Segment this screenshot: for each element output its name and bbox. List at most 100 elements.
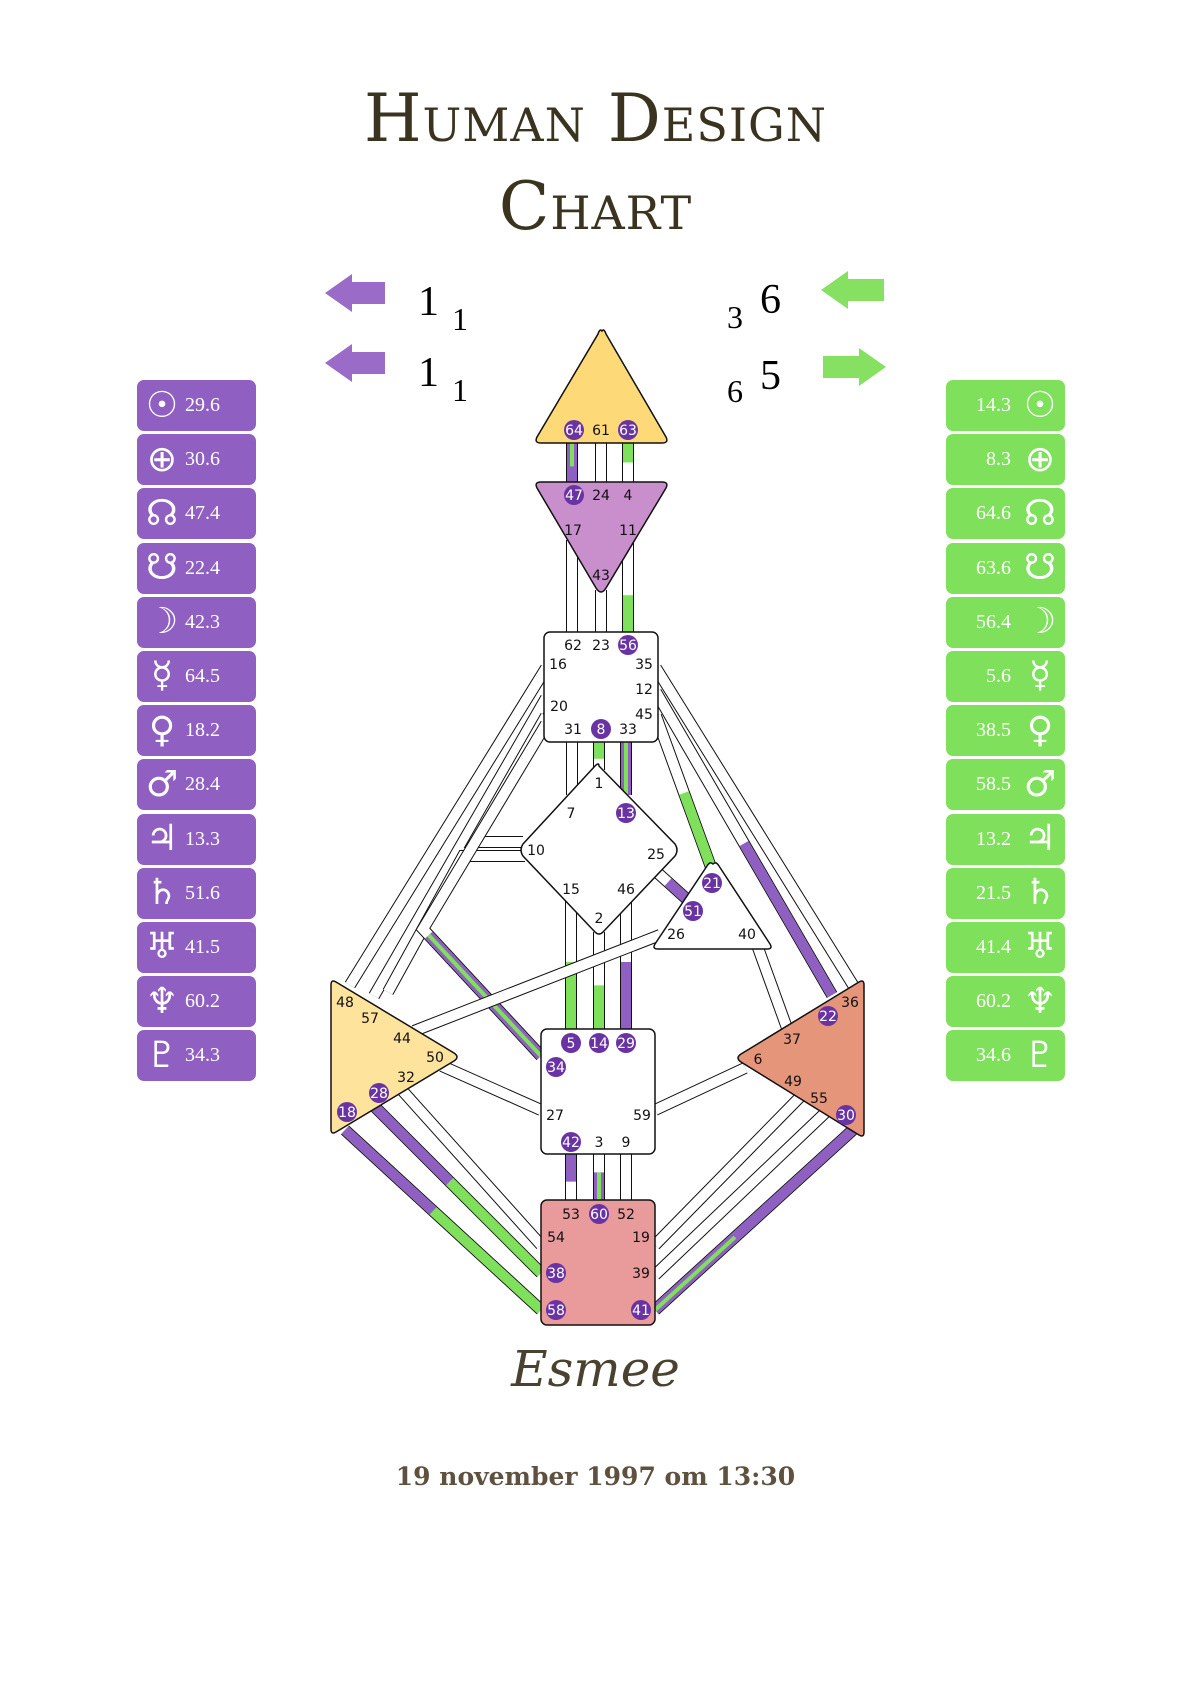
north-node-icon: ☊ [146,492,178,534]
gate-25: 25 [647,847,665,863]
mars-icon: ♂ [1023,763,1057,805]
gate-24: 24 [592,488,610,504]
channel-16-48 [344,664,552,989]
channels [340,443,860,1315]
gate-number: 51 [684,904,702,920]
channel-45-21 [650,713,718,873]
gate-number: 57 [361,1011,379,1027]
planet-row-neptune: ♆60.2 [137,976,256,1028]
gate-line-value: 47.4 [185,502,220,525]
gate-activation-dot [369,1083,389,1103]
channel-activation-design [739,840,837,998]
gate-58-active: 58 [546,1300,566,1320]
gate-number: 35 [635,657,653,673]
gate-activation-dot [561,1033,581,1053]
center-root [540,1199,656,1326]
gate-63-active: 63 [618,420,638,440]
jupiter-icon: ♃ [1023,818,1057,859]
gate-number: 58 [547,1303,565,1319]
planet-row-pluto: 34.6♇ [946,1030,1065,1082]
channel-50-27 [439,1060,544,1116]
channel-activation-personality [446,1178,545,1277]
gate-activation-dot [546,1057,566,1077]
gate-55: 55 [810,1091,828,1107]
gate-activation-dot [618,420,638,440]
gate-number: 10 [527,843,545,859]
arrow-left-icon [325,344,385,382]
gate-number: 30 [837,1108,855,1124]
variable-arrows: 1 1 1 1 3 6 6 5 [325,271,886,409]
arrow-subscript: 1 [452,372,468,408]
gate-29-active: 29 [616,1033,636,1053]
channel-12-22 [650,688,838,999]
arrow-number: 5 [760,353,781,399]
birth-date: 19 november 1997 om 13:30 [395,1462,796,1491]
planet-row-mercury: 5.6☿ [946,650,1065,702]
sun-icon: ☉ [145,384,179,426]
gate-40: 40 [738,927,756,943]
gate-number: 46 [617,882,635,898]
gate-4: 4 [624,488,633,504]
gate-number: 43 [592,568,610,584]
planet-row-south-node: ☋22.4 [137,542,256,594]
gate-56-active: 56 [618,635,638,655]
gate-number: 56 [619,638,637,654]
gate-41-active: 41 [631,1300,651,1320]
planet-row-earth: ⊕30.6 [137,434,256,486]
mars-icon: ♂ [145,763,179,805]
gate-8-active: 8 [591,719,611,739]
planet-row-mars: 58.5 ♂ [946,759,1065,811]
gate-number: 47 [565,488,583,504]
channel-18-58 [340,1125,546,1315]
channel-activation-design [341,1126,437,1215]
neptune-icon: ♆ [145,980,179,1022]
gate-line-value: 51.6 [185,881,220,904]
venus-icon: ♀ [148,709,176,751]
gate-line-value: 56.4 [976,610,1011,633]
venus-icon: ♀ [1026,709,1054,751]
planet-row-sun: ☉29.6 [137,380,256,431]
gate-number: 33 [619,722,637,738]
neptune-icon: ♆ [1023,980,1057,1022]
gate-16: 16 [549,657,567,673]
gate-30-active: 30 [836,1105,856,1125]
gate-number: 28 [370,1086,388,1102]
gate-activation-dot [616,803,636,823]
gate-45: 45 [635,707,653,723]
gate-number: 49 [784,1074,802,1090]
channel-20-34 [415,720,552,1061]
planet-row-north-node: 64.6☊ [946,488,1065,540]
gate-10: 10 [527,843,545,859]
gate-line-value: 58.5 [976,773,1011,796]
gate-number: 31 [564,722,582,738]
gate-number: 64 [565,423,583,439]
saturn-icon: ♄ [145,872,179,914]
channel-28-38 [370,1102,546,1278]
gate-number: 50 [426,1050,444,1066]
channel-20-57 [368,695,552,999]
gate-32: 32 [397,1070,415,1086]
gate-number: 11 [619,523,637,539]
channel-activation-design [371,1103,454,1186]
channel-activation-personality [427,933,543,1058]
moon-icon: ☽ [145,601,179,643]
gate-37: 37 [783,1032,801,1048]
planet-row-mercury: ☿64.5 [137,650,256,702]
gate-12: 12 [635,682,653,698]
channel-41-30 [650,1123,860,1315]
gate-49: 49 [784,1074,802,1090]
gate-number: 52 [617,1207,635,1223]
gate-number: 21 [703,876,721,892]
channel-26-44 [411,929,663,1037]
gate-number: 39 [632,1266,650,1282]
channel-activation-personality [429,1207,545,1314]
pluto-icon: ♇ [1023,1034,1057,1076]
gate-number: 4 [624,488,633,504]
center-throat [543,631,659,743]
gate-42-active: 42 [561,1132,581,1152]
uranus-icon: ♅ [1023,926,1057,968]
gate-activation-dot [589,1204,609,1224]
gate-20: 20 [550,699,568,715]
person-name: Esmee [511,1340,680,1398]
